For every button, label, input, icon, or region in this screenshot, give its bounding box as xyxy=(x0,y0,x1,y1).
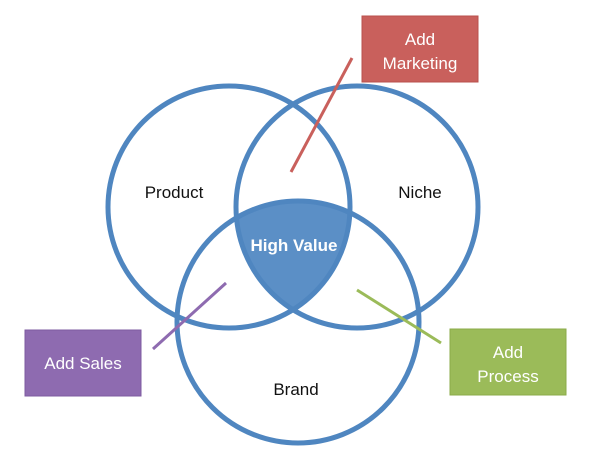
add-marketing-line2: Marketing xyxy=(383,54,458,73)
niche-circle xyxy=(233,83,481,331)
niche-label: Niche xyxy=(398,183,441,202)
marketing-connector xyxy=(289,57,354,173)
product-label: Product xyxy=(145,183,204,202)
add-process-box xyxy=(449,328,567,396)
process-connector xyxy=(356,288,442,345)
add-marketing-line1: Add xyxy=(405,30,435,49)
brand-circle xyxy=(174,198,422,446)
high-value-label: High Value xyxy=(251,236,338,255)
add-process-line1: Add xyxy=(493,343,523,362)
add-sales-box xyxy=(24,329,142,397)
product-circle xyxy=(105,83,353,331)
add-marketing-box xyxy=(361,15,479,83)
brand-label: Brand xyxy=(273,380,318,399)
add-sales-label: Add Sales xyxy=(44,354,122,373)
add-process-line2: Process xyxy=(477,367,538,386)
sales-connector xyxy=(151,281,228,351)
